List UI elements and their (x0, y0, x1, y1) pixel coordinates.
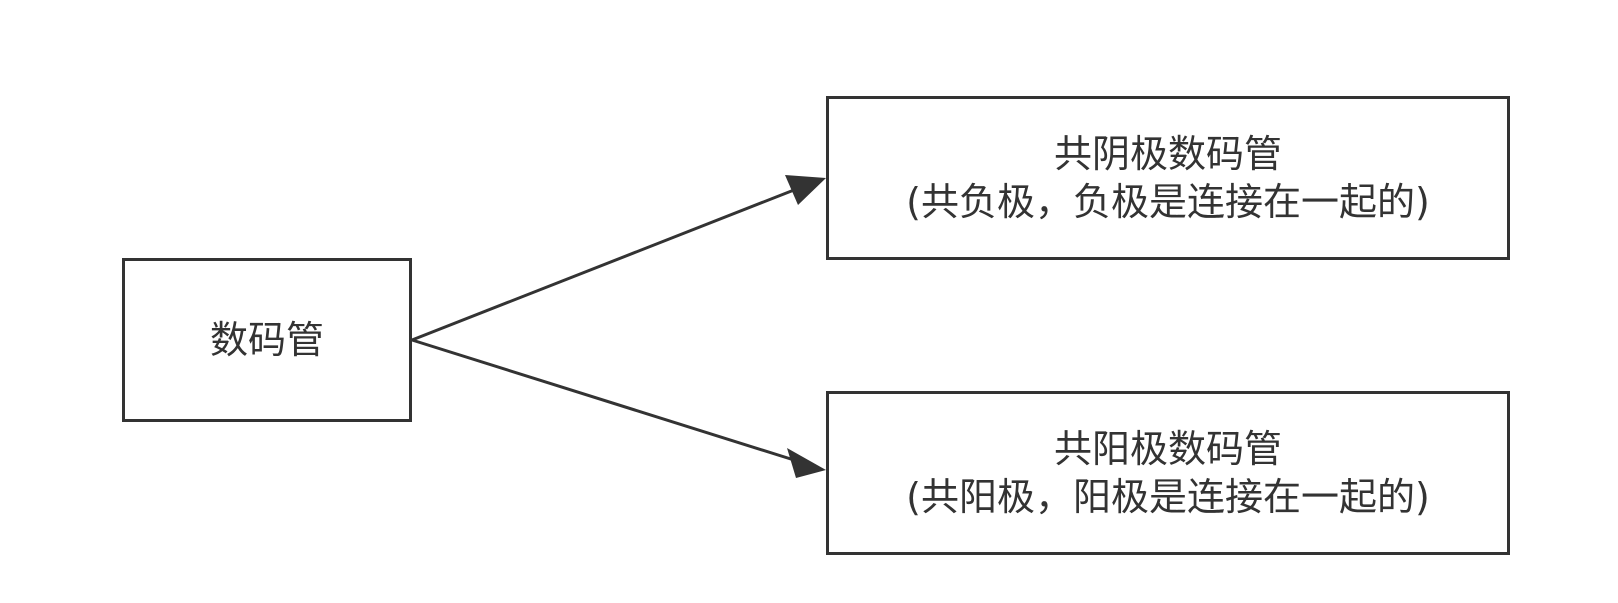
edge-line (411, 188, 795, 342)
node-title: 共阳极数码管 (1053, 427, 1282, 471)
edge-root-to-cathode (411, 175, 826, 342)
node-subtitle: (共阳极，阳极是连接在一起的) (906, 475, 1430, 519)
arrowhead-icon (787, 448, 826, 478)
edge-line (411, 338, 795, 462)
edge-root-to-anode (411, 338, 826, 478)
arrowhead-icon (785, 175, 826, 205)
node-subtitle: (共负极，负极是连接在一起的) (906, 180, 1430, 224)
node-label: 数码管 (209, 318, 324, 362)
node-common-anode: 共阳极数码管 (共阳极，阳极是连接在一起的) (826, 391, 1510, 555)
node-digital-tube: 数码管 (122, 258, 412, 422)
node-title: 共阴极数码管 (1053, 132, 1282, 176)
node-common-cathode: 共阴极数码管 (共负极，负极是连接在一起的) (826, 96, 1510, 260)
